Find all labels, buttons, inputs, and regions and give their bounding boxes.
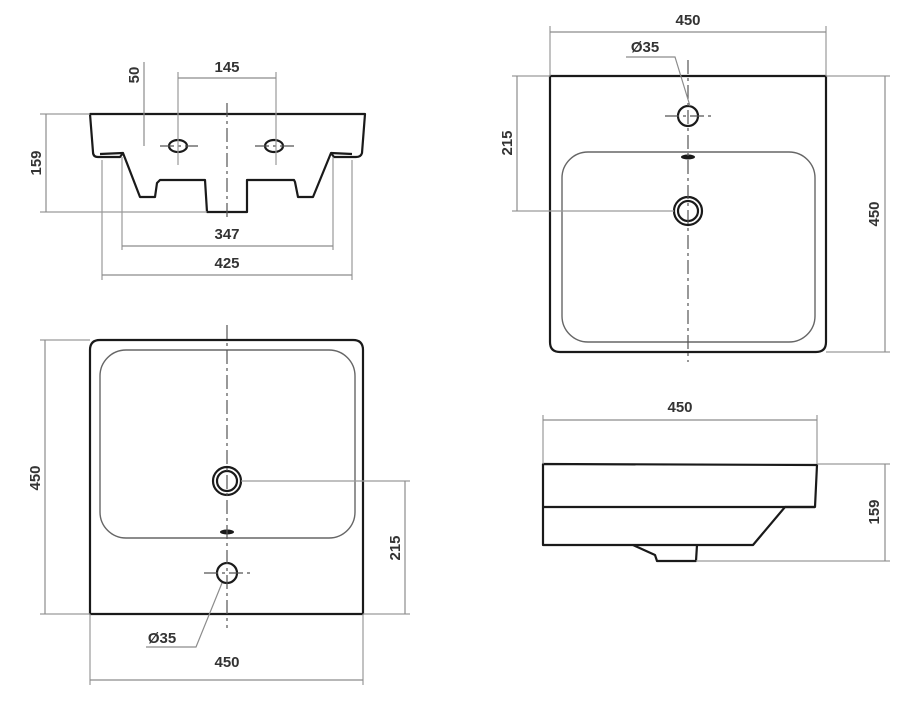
drain-outlet <box>632 543 699 563</box>
leader-line <box>626 56 691 107</box>
dim-label-hole-diameter: Ø35 <box>148 630 176 647</box>
leader-line <box>146 582 223 648</box>
front-view: 159 50 145 347 425 <box>28 59 367 280</box>
dim-label-outer-width: 425 <box>214 255 239 272</box>
plan-view: 450 215 Ø35 450 <box>27 325 410 685</box>
dim-label-hole-offset: 50 <box>126 67 143 84</box>
plan-view-outline <box>88 338 365 616</box>
dim-label-drain-offset: 215 <box>499 130 516 155</box>
dim-label-height: 159 <box>28 150 45 175</box>
dim-label-width: 450 <box>214 654 239 671</box>
dim-label-width: 450 <box>675 12 700 29</box>
front-ledge-lines <box>99 151 353 156</box>
side-view: 450 159 <box>541 399 890 563</box>
side-view-outline <box>541 462 819 547</box>
overflow-slot <box>681 154 695 160</box>
dim-label-hole-diameter: Ø35 <box>631 39 659 56</box>
dim-label-depth: 450 <box>866 201 883 226</box>
top-view: 450 Ø35 215 450 <box>499 12 890 362</box>
dim-label-drain-offset: 215 <box>387 535 404 560</box>
dim-label-height: 159 <box>866 499 883 524</box>
top-view-outline <box>548 74 828 354</box>
dim-label-inner-width: 347 <box>214 226 239 243</box>
dim-label-width: 450 <box>667 399 692 416</box>
dim-label-depth: 450 <box>27 465 44 490</box>
dim-label-hole-spacing: 145 <box>214 59 239 76</box>
front-view-outline <box>88 112 367 214</box>
